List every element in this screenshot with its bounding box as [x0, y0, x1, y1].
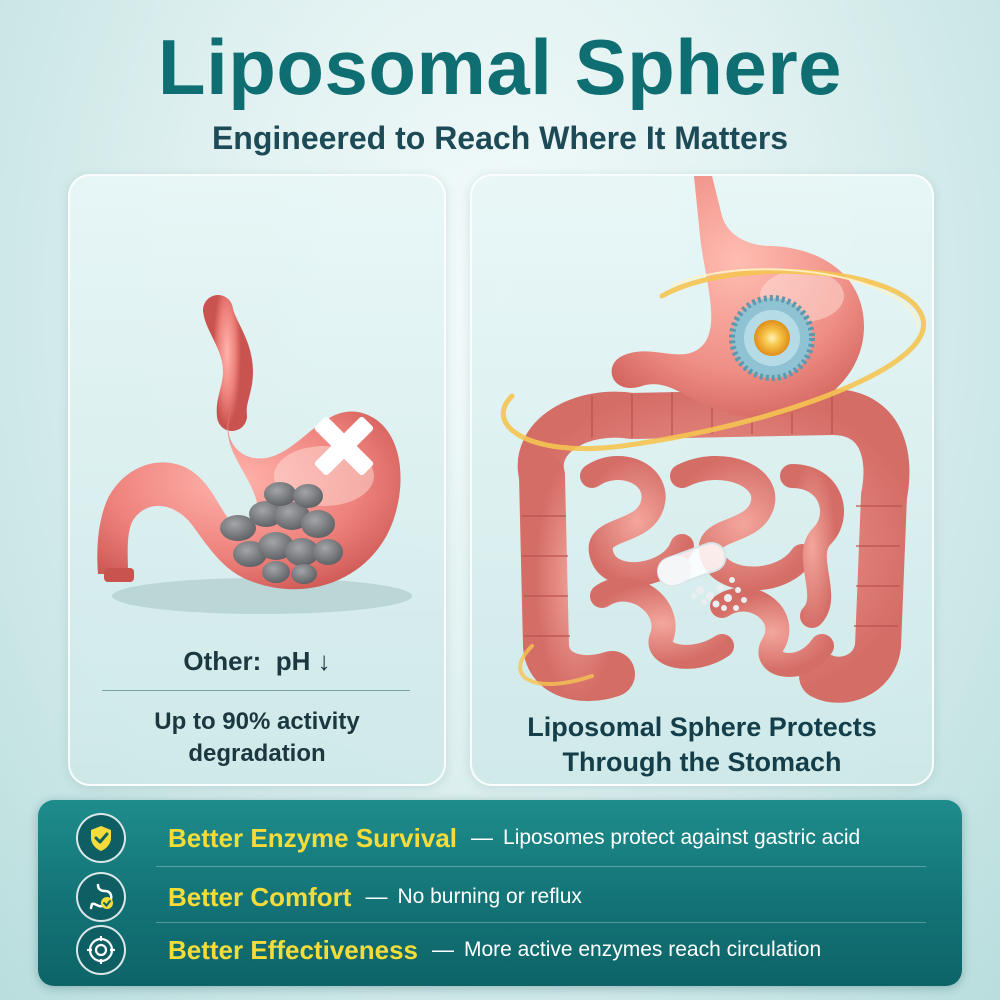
- page-title: Liposomal Sphere: [157, 23, 843, 111]
- x-mark-icon: [314, 416, 374, 476]
- stomach-check-icon: [76, 872, 126, 922]
- liposomal-caption: Liposomal Sphere Protects Through the St…: [527, 712, 877, 777]
- benefit-row-comfort: Better Comfort — No burning or reflux: [38, 871, 962, 923]
- benefit-description: Liposomes protect against gastric acid: [503, 826, 861, 849]
- protective-swirl: [500, 268, 927, 686]
- benefit-dash: —: [432, 937, 454, 962]
- row-divider: [156, 922, 926, 923]
- benefits-banner: Better Enzyme Survival — Liposomes prote…: [38, 800, 962, 986]
- released-granules: [691, 577, 747, 611]
- benefit-description: More active enzymes reach circulation: [464, 938, 822, 961]
- comparison-panel-liposomal: Liposomal Sphere Protects Through the St…: [470, 174, 934, 786]
- page-subtitle: Engineered to Reach Where It Matters: [211, 120, 789, 156]
- row-divider: [156, 866, 926, 867]
- benefit-row-enzyme-survival: Better Enzyme Survival — Liposomes prote…: [38, 812, 962, 864]
- benefit-dash: —: [365, 884, 388, 909]
- stomach-with-debris-illustration: [97, 295, 412, 614]
- benefit-dash: —: [471, 825, 494, 850]
- digestive-system-illustration: [500, 176, 927, 703]
- target-icon: [76, 925, 126, 975]
- capsule-icon: [656, 542, 727, 587]
- benefit-title: Better Enzyme Survival: [168, 822, 458, 853]
- shield-check-icon: [76, 813, 126, 863]
- degradation-caption: Up to 90% activity degradation: [154, 708, 360, 767]
- ph-label: Other: pH ↓: [183, 646, 331, 676]
- benefit-title: Better Effectiveness: [168, 934, 418, 965]
- benefit-description: No burning or reflux: [397, 885, 582, 908]
- benefit-title: Better Comfort: [168, 881, 352, 912]
- panel-divider: [102, 690, 410, 691]
- undigested-debris: [220, 482, 343, 584]
- benefit-row-effectiveness: Better Effectiveness — More active enzym…: [38, 924, 962, 976]
- liposome-sphere-icon: [729, 295, 815, 381]
- comparison-panel-other: Other: pH ↓ Up to 90% activity degradati…: [68, 174, 446, 786]
